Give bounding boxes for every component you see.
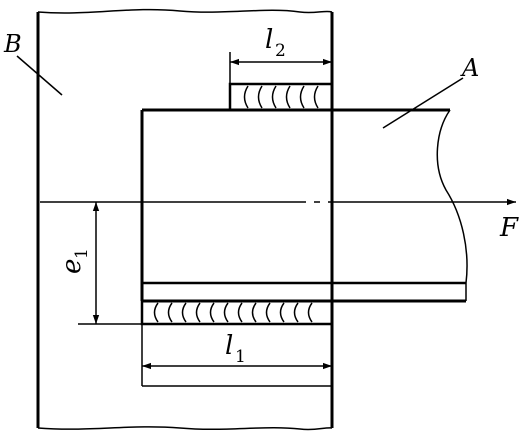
label-l2-main: l <box>265 25 273 55</box>
label-e1: e 1 <box>57 248 92 274</box>
extension-lines <box>78 52 333 387</box>
label-b: B <box>3 30 22 58</box>
label-l1-sub: 1 <box>235 347 246 367</box>
label-e1-main: e <box>57 259 87 274</box>
dimension-arrows <box>92 58 332 370</box>
label-e1-sub: 1 <box>72 248 92 259</box>
label-f: F <box>499 213 519 243</box>
label-l2-sub: 2 <box>275 41 286 61</box>
top-weld <box>228 82 334 112</box>
label-a: A <box>460 54 479 82</box>
label-l1: l 1 <box>225 331 246 367</box>
label-l1-main: l <box>225 331 233 361</box>
leader-b <box>16 55 63 96</box>
bar-a <box>140 108 468 303</box>
leader-a <box>382 77 464 129</box>
label-l2: l 2 <box>265 25 286 61</box>
bottom-weld <box>140 299 334 326</box>
leader-lines <box>16 55 464 129</box>
